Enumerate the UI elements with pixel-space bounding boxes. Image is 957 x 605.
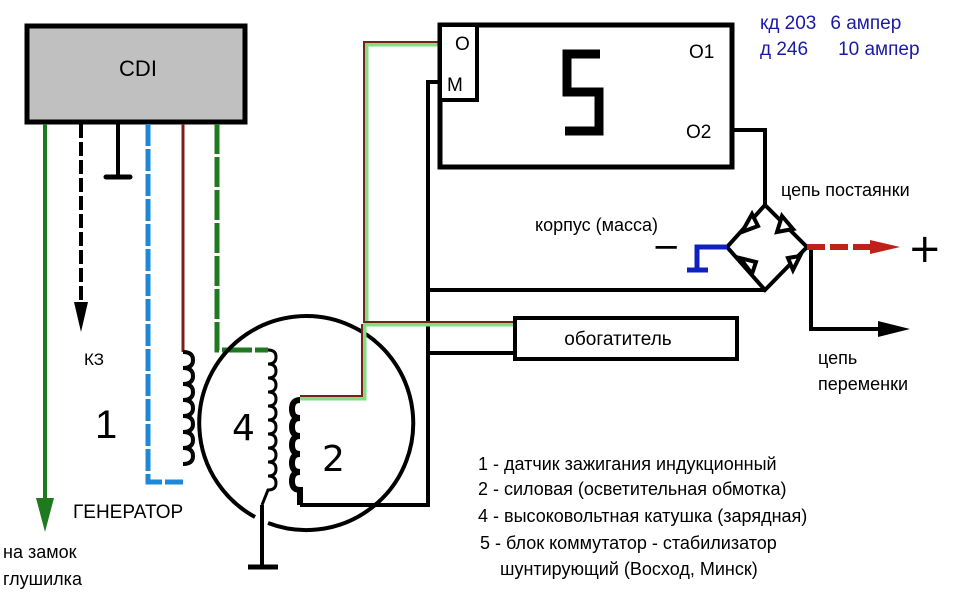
wire-green-charge [214,124,268,353]
wire-ac-out [809,250,885,331]
terminal-o1: O1 [689,42,714,63]
arrow-right-icon [870,240,900,254]
coil-1-number: 1 [95,403,117,447]
wire-ground-bus [300,80,440,507]
wire-ground-blue [694,244,727,268]
arrow-down-icon [36,498,54,532]
wire-kz [74,124,88,332]
ground-label: корпус (масса) [535,215,658,235]
enricher-label: обогатитель [564,329,672,350]
diode-icon [774,211,797,235]
regulator-terminal-block [438,23,479,102]
diode-icon [735,254,759,279]
wire-ignition-lock [36,124,54,532]
cdi-box [24,23,248,125]
wire-o2 [732,128,767,205]
terminal-o: O [455,34,470,55]
regulator-block [437,22,735,170]
legend: 1 - датчик зажигания индукционный 2 - си… [478,454,807,579]
cdi-block: CDI [24,23,248,125]
dc-circuit-label: цепь постаянки [781,180,910,200]
terminal-o2: O2 [686,122,711,143]
enricher-box [513,316,739,361]
ac-circuit-label-2: переменки [818,374,908,394]
legend-item: шунтирующий (Восход, Минск) [500,559,758,579]
plus-sign: + [908,226,942,272]
diode-icon [737,209,761,236]
ac-circuit-label-1: цепь [818,348,857,368]
diode-icon [785,253,804,275]
diode-bridge [724,202,810,293]
wire-blue-sensor [145,124,183,485]
legend-item: 1 - датчик зажигания индукционный [478,454,777,474]
ignition-lock-label-1: на замок [3,542,77,562]
kz-label: КЗ [84,350,104,369]
ignition-lock-label-2: глушилка [3,569,83,589]
legend-item: 2 - силовая (осветительная обмотка) [478,479,786,499]
arrow-down-icon [74,302,88,332]
generator-stator [197,314,416,533]
legend-item: 5 - блок коммутатор - стабилизатор [480,533,777,553]
minus-sign: − [652,227,681,267]
terminal-m: M [447,75,463,96]
coil-4-charge [260,348,278,506]
coil-2-lighting [288,397,303,505]
coil-2-number: 2 [322,439,345,480]
generator-label: ГЕНЕРАТОР [73,502,183,523]
cdi-label: CDI [119,56,157,81]
generator-ground [248,505,278,570]
coil-4-number: 4 [232,408,255,449]
cdi-ground [103,124,133,180]
legend-item: 4 - высоковольтная катушка (зарядная) [478,506,807,526]
block-number-5 [562,49,604,136]
arrow-right-icon [878,321,910,337]
enricher-block: обогатитель [513,316,739,361]
wire-regulator-o [363,41,515,327]
coil-1-sensor [182,350,196,466]
